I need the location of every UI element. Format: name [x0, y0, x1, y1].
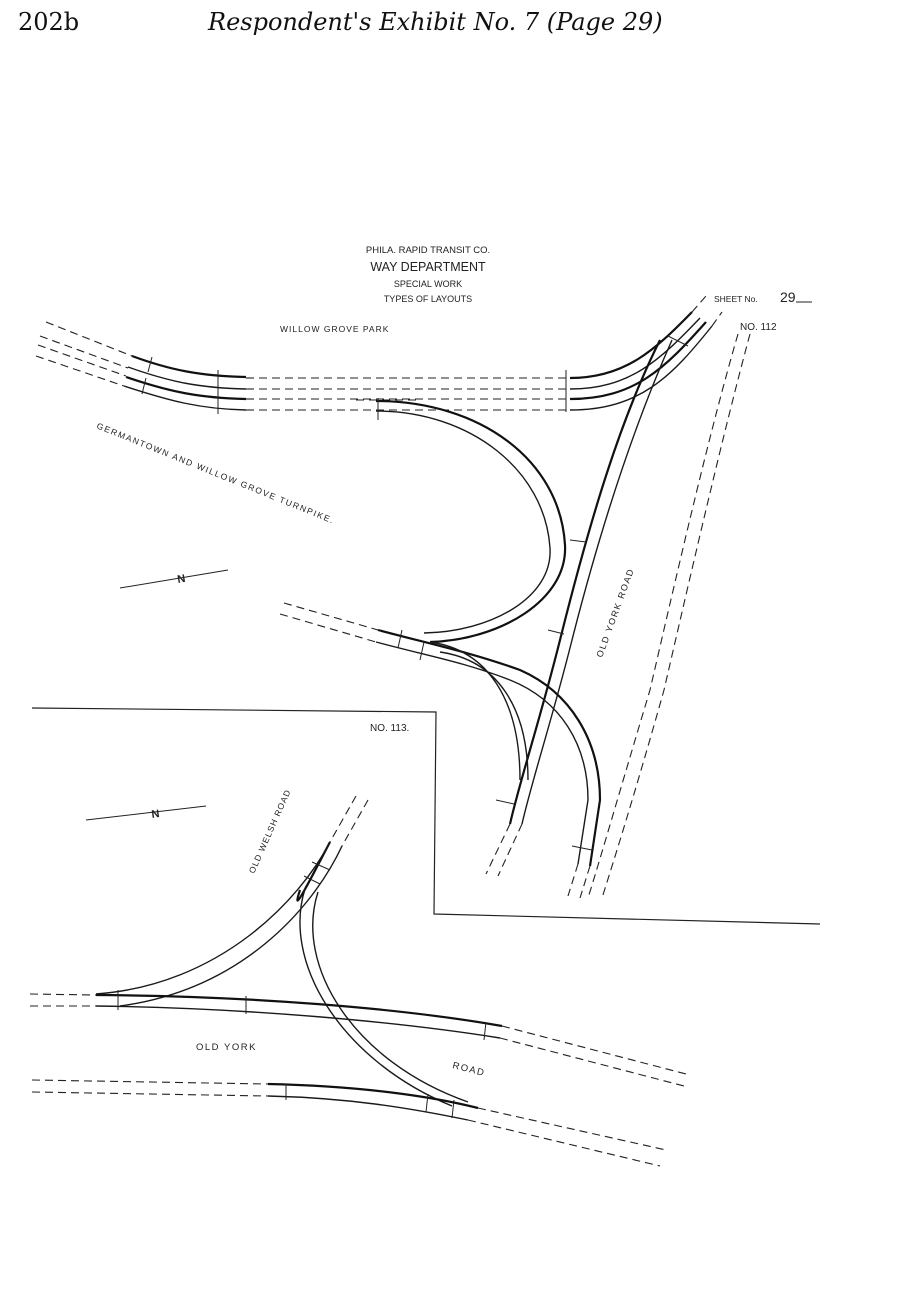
turnpike-label: GERMANTOWN AND WILLOW GROVE TURNPIKE. [95, 421, 336, 526]
company-name: PHILA. RAPID TRANSIT CO. [366, 245, 490, 256]
layout-113-welsh-road-tracks [95, 795, 469, 1107]
department-name: WAY DEPARTMENT [370, 260, 486, 274]
layout-types-label: TYPES OF LAYOUTS [384, 294, 472, 304]
layout-112-lower-tracks [279, 602, 602, 899]
layout-113-lower-tracks [31, 1079, 667, 1167]
road-label-113: ROAD [451, 1060, 486, 1079]
layout-112-turning-loop [356, 398, 567, 644]
layout-112-number: NO. 112 [740, 322, 777, 333]
page-number: 202b [18, 8, 80, 36]
north-arrow-113: N [85, 805, 207, 821]
old-york-label-113: OLD YORK [196, 1042, 257, 1053]
old-york-road-label-112: OLD YORK ROAD [594, 567, 636, 659]
north-arrow-113-glyph: N [151, 808, 161, 821]
layout-112-old-york-road-tracks [485, 339, 673, 877]
layout-113-old-york-road-tracks [29, 990, 687, 1087]
layout-112-upper-tracks [123, 295, 723, 414]
exhibit-title: Respondent's Exhibit No. 7 (Page 29) [208, 8, 663, 36]
sheet-number-value: 29 [780, 289, 796, 305]
layout-113-number: NO. 113. [370, 723, 409, 734]
special-work-label: SPECIAL WORK [394, 279, 462, 289]
sheet-number-label: SHEET No. [714, 294, 758, 304]
willow-grove-park-label: WILLOW GROVE PARK [280, 324, 389, 334]
north-arrow-112-glyph: N [176, 573, 186, 586]
layout-113-frame [31, 707, 821, 925]
old-welsh-road-label: OLD WELSH ROAD [247, 788, 293, 875]
north-arrow-112: N [119, 569, 229, 589]
layout-112-upper-dashed-tracks [35, 321, 570, 411]
layout-112-old-york-road-dashed [587, 333, 751, 899]
